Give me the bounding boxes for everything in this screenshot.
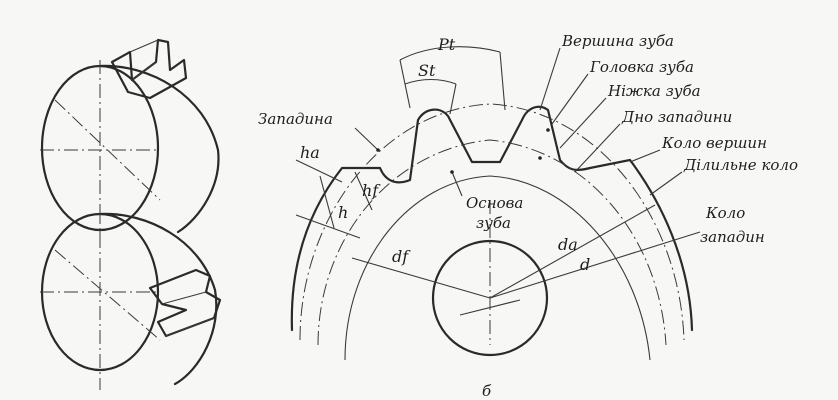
pitch-circle-label: Ділильне коло (683, 156, 798, 174)
root-circle-label-1: Коло (705, 204, 745, 222)
tooth-top-label: Вершина зуба (561, 32, 674, 50)
gap-label: Западина (258, 110, 333, 128)
thickness-arc (404, 78, 457, 85)
df-label: df (392, 247, 411, 266)
gear-outer-profile (290, 105, 694, 332)
pitch-circle-arc (317, 139, 667, 346)
upper-disc-axis-d (54, 99, 161, 201)
lower-disc-rim (98, 212, 218, 386)
base-label-1: Основа (466, 194, 523, 212)
lower-disc-axis-d (54, 249, 161, 341)
da-label: da (558, 235, 578, 254)
ha-label: ha (300, 143, 320, 162)
tooth-head-label: Головка зуба (589, 58, 694, 76)
hub-circle (431, 239, 549, 357)
base-label-2: зуба (476, 214, 511, 232)
figure-mark: б (482, 382, 492, 400)
tooth-thickness-label: St (418, 61, 436, 80)
pitch-arc (399, 46, 501, 61)
hf-label: hf (362, 181, 381, 200)
da-radius (489, 204, 656, 299)
root-circle-label-2: западин (700, 228, 765, 246)
d-radius (489, 231, 701, 299)
upper-disc-rim (98, 64, 220, 234)
df-radius (351, 257, 491, 299)
gear-segment (290, 46, 701, 361)
root-circle-arc (344, 175, 651, 361)
d-label: d (580, 255, 590, 274)
gap-bottom-label: Дно западини (621, 108, 732, 126)
upper-tooth (110, 38, 188, 100)
tooth-foot-label: Ніжка зуба (607, 82, 701, 100)
pitch-label: Pt (437, 35, 456, 54)
tip-circle-label: Коло вершин (661, 134, 767, 152)
h-label: h (338, 203, 348, 222)
meshing-gears-illustration (40, 38, 222, 390)
lower-tooth (148, 268, 222, 338)
tip-circle-arc (299, 103, 685, 341)
